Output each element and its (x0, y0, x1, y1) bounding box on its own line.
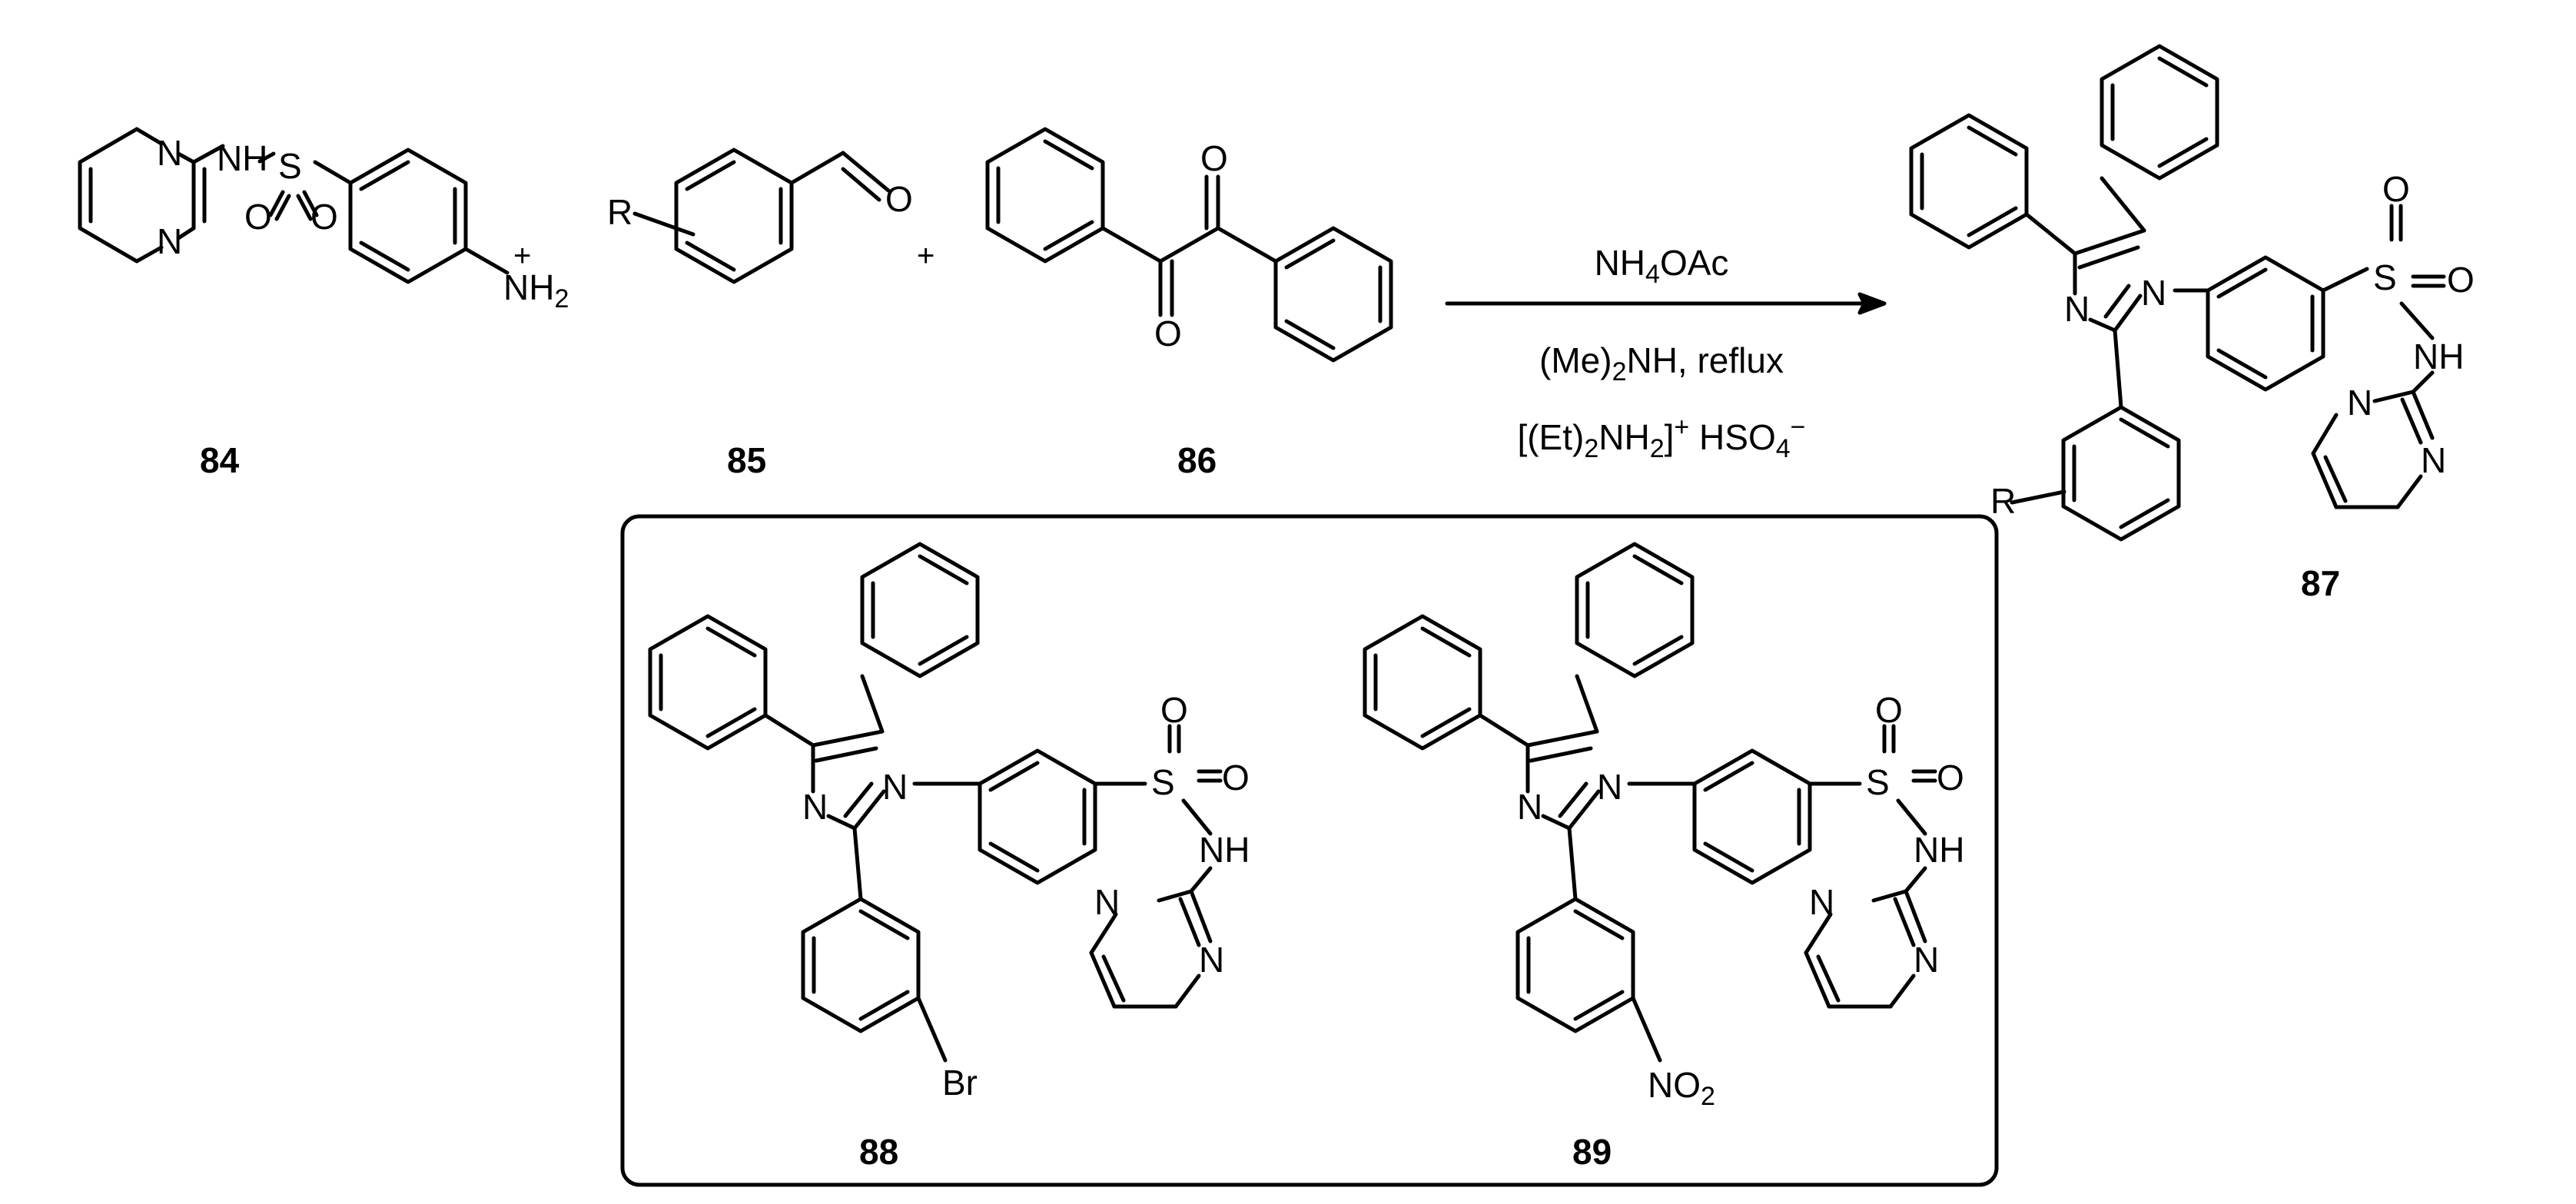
atom-label: O (2382, 169, 2410, 209)
atom-label: S (278, 146, 302, 186)
reaction-conditions: NH4OAc (Me)2NH, reflux [(Et)2NH2]+ HSO4− (1517, 243, 1805, 463)
atom-label: N (1809, 882, 1834, 922)
condition-line-2: (Me)2NH, reflux (1539, 340, 1784, 386)
atom-label: S (1151, 762, 1175, 802)
reaction-arrow (1445, 292, 1887, 315)
atom-label: N (157, 133, 182, 173)
atom-label: O (310, 197, 338, 237)
atom-label: O (1875, 690, 1903, 730)
condition-line-3: [(Et)2NH2]+ HSO4− (1517, 413, 1805, 463)
atom-label: S (1866, 762, 1890, 802)
atom-label: N (802, 787, 828, 827)
atom-label: O (885, 179, 913, 219)
atom-label: O (1937, 758, 1964, 798)
atom-label: N (2421, 440, 2446, 480)
atom-label: O (2447, 260, 2475, 300)
examples-box (620, 514, 1999, 1187)
compound-87-structure (1909, 44, 2446, 542)
atom-label: N (882, 767, 908, 807)
atom-label: Br (942, 1063, 978, 1103)
atom-label: N (2347, 383, 2372, 423)
atom-label: N (1517, 787, 1542, 827)
compound-label-89: 89 (1572, 1132, 1612, 1172)
atom-label: R (1990, 481, 2016, 521)
atom-label: N (2064, 289, 2090, 329)
atom-label: NH (1199, 830, 1250, 870)
atom-label: N (157, 221, 182, 261)
compound-85-structure (632, 148, 891, 284)
compound-84-structure (78, 127, 510, 284)
compound-label-87: 87 (2301, 563, 2340, 603)
atom-label: NH (1914, 830, 1964, 870)
atom-label: NH (217, 138, 267, 178)
compound-86-structure (985, 127, 1393, 363)
atom-label: N (1597, 767, 1622, 807)
atom-label: N (1199, 940, 1224, 980)
plus-sign: + (917, 239, 934, 273)
compound-88-structure (648, 542, 1223, 1063)
compound-label-85: 85 (727, 440, 766, 480)
condition-line-1: NH4OAc (1595, 243, 1729, 289)
compound-89-structure (1363, 542, 1937, 1063)
compound-label-86: 86 (1177, 440, 1217, 480)
atom-label: N (1094, 882, 1120, 922)
atom-label: NH (2413, 337, 2464, 376)
atom-label: O (1160, 690, 1188, 730)
plus-sign: + (513, 239, 531, 273)
atom-label: O (1222, 758, 1250, 798)
atom-labels: N N NH S O O NH2 R O O O N N R S O O NH … (157, 133, 2475, 1111)
atom-label: S (2373, 257, 2397, 297)
atom-label: O (244, 197, 272, 237)
compound-label-88: 88 (859, 1132, 898, 1172)
atom-label: N (1914, 940, 1939, 980)
atom-label: NH2 (503, 267, 569, 313)
atom-label: N (2141, 273, 2166, 313)
atom-label: O (1154, 313, 1182, 353)
atom-label: O (1200, 138, 1228, 178)
atom-label: R (607, 192, 632, 232)
compound-label-84: 84 (200, 440, 240, 480)
atom-label: NO2 (1648, 1065, 1715, 1111)
